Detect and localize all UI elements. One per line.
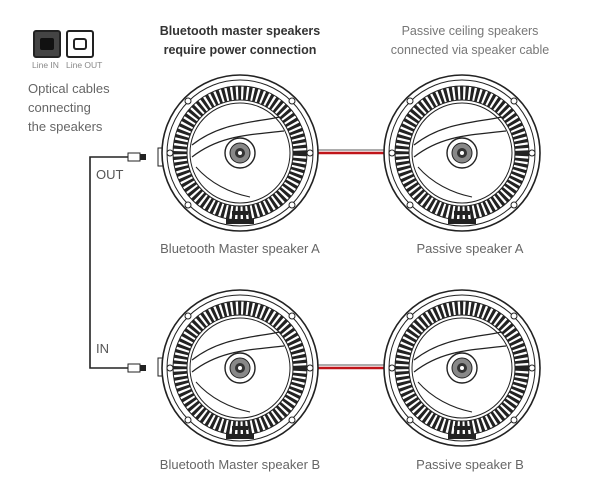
ceiling-speaker-icon [384,290,540,446]
ceiling-speaker-icon [162,290,318,446]
optical-line-out-port-icon [66,30,94,58]
optical-out-label: OUT [96,167,124,182]
passive-speakers-title: Passive ceiling speakers connected via s… [390,24,550,57]
optical-line-in-port-icon [33,30,61,58]
line-in-label: Line IN [32,60,59,70]
passive-speaker-b-label: Passive speaker B [416,457,524,472]
master-speaker-b-label: Bluetooth Master speaker B [159,457,321,472]
optical-cable [89,156,128,369]
ceiling-speaker-icon [384,75,540,231]
line-out-label: Line OUT [66,60,103,70]
ceiling-speaker-icon [162,75,318,231]
master-speaker-a-label: Bluetooth Master speaker A [160,241,320,256]
master-speakers-title: Bluetooth master speakers require power … [159,24,321,57]
optical-in-label: IN [96,341,109,356]
optical-cables-note: Optical cables connecting the speakers [28,81,110,134]
passive-speaker-a-label: Passive speaker A [416,241,524,256]
